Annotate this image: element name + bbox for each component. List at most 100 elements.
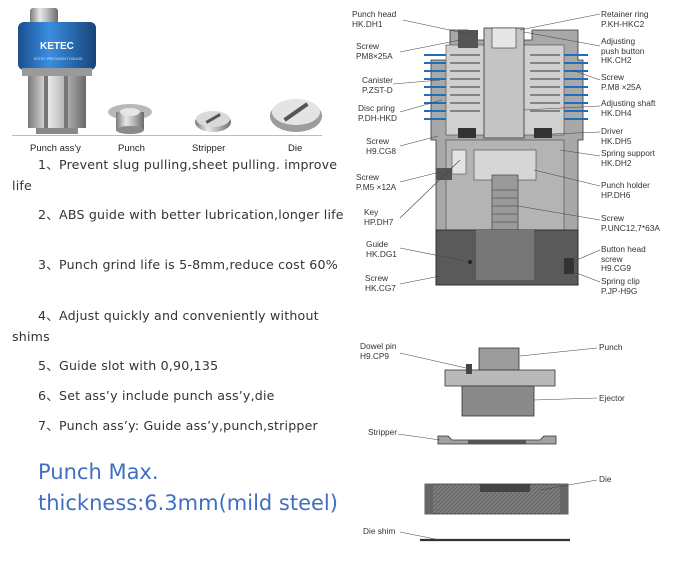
feature-7: 7、Punch ass’y: Guide ass’y,punch,strippe… (12, 415, 344, 436)
label-die-part: Die (599, 474, 612, 484)
label-text: Key (364, 207, 379, 217)
label-text: Spring support (601, 148, 655, 158)
label-die-shim: Die shim (363, 526, 396, 536)
product-photos-svg: KETEC KETEC PRECISION TOOLING (18, 8, 322, 134)
feature-text: 1、Prevent slug pulling,sheet pulling. im… (12, 157, 338, 193)
stripper-photo (195, 111, 231, 132)
label-text: push button (601, 45, 645, 56)
label-code: PM8×25A (356, 50, 393, 61)
label-text: Dowel pin (360, 341, 397, 351)
label-code: P.ZST-D (362, 84, 393, 95)
label-text: Spring clip (601, 276, 640, 286)
photo-divider (12, 135, 322, 136)
label-code: HK.DG1 (366, 248, 397, 259)
exploded-parts (420, 347, 570, 542)
max-thickness-line1: Punch Max. (38, 460, 159, 484)
feature-text: 6、Set ass’y include punch ass’y,die (38, 388, 275, 403)
leader-lines-top (392, 13, 601, 285)
label-die: Die (288, 143, 303, 154)
label-code: P.JP-H9G (601, 285, 638, 296)
label-text: Guide (366, 239, 389, 249)
label-code: H9.CP9 (360, 350, 390, 361)
feature-1: 1、Prevent slug pulling,sheet pulling. im… (12, 154, 344, 196)
die-photo (270, 99, 322, 132)
label-code: P.KH-HKC2 (601, 18, 645, 29)
label-code: HK.CH2 (601, 55, 632, 65)
label-text: Screw (366, 136, 390, 146)
label-punch: Punch (118, 143, 145, 154)
label-text: Disc pring (358, 103, 395, 113)
label-text: Adjusting (601, 36, 636, 46)
feature-4: 4、Adjust quickly and conveniently withou… (12, 305, 344, 347)
label-stripper-part: Stripper (368, 427, 398, 437)
label-text: Screw (601, 213, 625, 223)
label-code: HK.DH5 (601, 135, 632, 146)
feature-2: 2、ABS guide with better lubrication,long… (12, 204, 344, 225)
label-punch-part: Punch (599, 342, 623, 352)
label-punch-assembly: Punch ass'y (30, 143, 81, 154)
label-code: HP.DH7 (364, 216, 394, 227)
brand-subtitle: KETEC PRECISION TOOLING (34, 57, 83, 61)
punch-photo (108, 104, 152, 134)
brand-logo: KETEC (40, 41, 74, 52)
label-text: Button head (601, 244, 646, 254)
label-code: P.M8 ×25A (601, 81, 642, 92)
feature-5: 5、Guide slot with 0,90,135 (12, 355, 344, 376)
label-code: HK.CG7 (365, 282, 396, 293)
label-text: Screw (356, 172, 380, 182)
label-text: Canister (362, 75, 393, 85)
max-thickness-line2: thickness:6.3mm(mild steel) (38, 491, 338, 515)
punch-assembly-photo (18, 8, 96, 134)
feature-text: 5、Guide slot with 0,90,135 (38, 358, 219, 373)
feature-text: 2、ABS guide with better lubrication,long… (38, 207, 344, 222)
label-text: screw (601, 253, 623, 264)
leader-lines-bottom (397, 347, 598, 541)
label-ejector: Ejector (599, 393, 625, 403)
label-text: Screw (356, 41, 380, 51)
assembly-section (424, 27, 588, 286)
label-text: Retainer ring (601, 9, 649, 19)
label-text: Screw (365, 273, 389, 283)
label-text: Punch head (352, 9, 397, 19)
label-code: HP.DH6 (601, 189, 631, 200)
feature-text: 7、Punch ass’y: Guide ass’y,punch,strippe… (38, 418, 318, 433)
label-text: Adjusting shaft (601, 98, 656, 108)
label-code: H9.CG9 (601, 263, 631, 273)
feature-text: 4、Adjust quickly and conveniently withou… (12, 308, 319, 344)
label-code: P.DH-HKD (358, 112, 398, 123)
label-code: HK.DH2 (601, 157, 632, 168)
label-code: HK.DH1 (352, 18, 383, 29)
label-code: H9.CG8 (366, 145, 396, 156)
label-code: P.UNC12,7*63A (601, 222, 660, 233)
label-stripper: Stripper (192, 143, 226, 154)
label-code: P.M5 ×12A (356, 181, 397, 192)
feature-6: 6、Set ass’y include punch ass’y,die (12, 385, 344, 406)
label-text: Driver (601, 126, 624, 136)
disc-springs (424, 54, 588, 120)
label-code: HK.DH4 (601, 107, 632, 118)
product-photos: KETEC KETEC PRECISION TOOLING Punch ass'… (0, 0, 335, 160)
label-text: Punch holder (601, 180, 650, 190)
feature-3: 3、Punch grind life is 5-8mm,reduce cost … (12, 254, 344, 275)
label-text: Screw (601, 72, 625, 82)
feature-text: 3、Punch grind life is 5-8mm,reduce cost … (38, 257, 338, 272)
